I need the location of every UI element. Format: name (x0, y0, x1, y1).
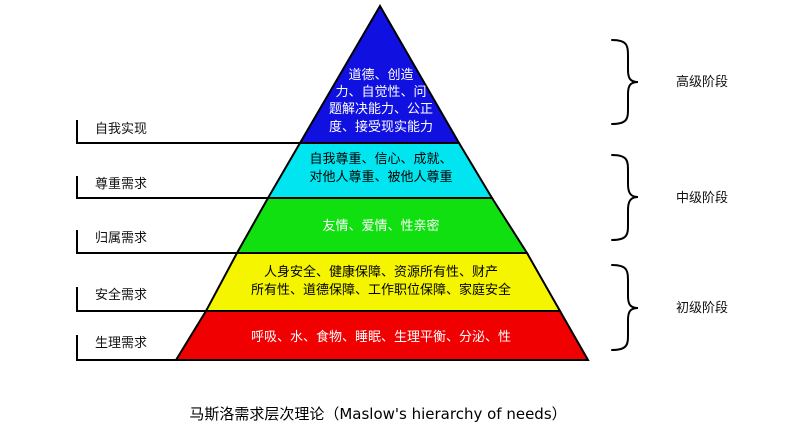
layer-text-esteem-line-1: 自我尊重、信心、成就、 (309, 151, 452, 167)
side-label-self-actualization: 自我实现 (95, 122, 147, 137)
side-label-physiological: 生理需求 (95, 336, 147, 351)
leader-line-safety (76, 287, 206, 312)
leader-line-self-actualization (76, 120, 300, 144)
layer-text-self-actualization-line-2: 力、自觉性、问 (335, 85, 426, 100)
diagram-title: 马斯洛需求层次理论（Maslow's hierarchy of needs） (189, 405, 566, 423)
stage-brace-primary (611, 264, 639, 351)
layer-text-self-actualization-line-1: 道德、创造 (348, 68, 413, 83)
side-label-belonging: 归属需求 (95, 231, 147, 246)
side-label-esteem: 尊重需求 (95, 176, 147, 192)
stage-brace-intermediate (611, 154, 639, 241)
leader-line-belonging (76, 230, 237, 254)
side-label-safety: 安全需求 (95, 287, 147, 303)
layer-text-belonging-line-1: 友情、爱情、性亲密 (322, 218, 439, 234)
stage-brace-advanced (611, 39, 639, 125)
layer-text-safety-line-2: 所有性、道德保障、工作职位保障、家庭安全 (251, 282, 511, 298)
leader-line-esteem (76, 176, 268, 199)
layer-text-esteem-line-2: 对他人尊重、被他人尊重 (309, 169, 452, 185)
leader-line-physiological (76, 335, 176, 361)
stage-label-intermediate: 中级阶段 (676, 191, 728, 206)
stage-label-advanced: 高级阶段 (676, 74, 728, 90)
layer-text-physiological-line-1: 呼吸、水、食物、睡眠、生理平衡、分泌、性 (251, 329, 511, 345)
stage-label-primary: 初级阶段 (676, 301, 728, 316)
leader-lines (76, 120, 300, 361)
layer-text-self-actualization-line-3: 题解决能力、公正 (329, 102, 433, 117)
layer-text-self-actualization-line-4: 度、接受现实能力 (329, 119, 433, 135)
pyramid-layer-safety (204, 252, 562, 312)
layer-text-safety-line-1: 人身安全、健康保障、资源所有性、财产 (264, 264, 498, 280)
pyramid-layer-physiological (174, 310, 590, 361)
